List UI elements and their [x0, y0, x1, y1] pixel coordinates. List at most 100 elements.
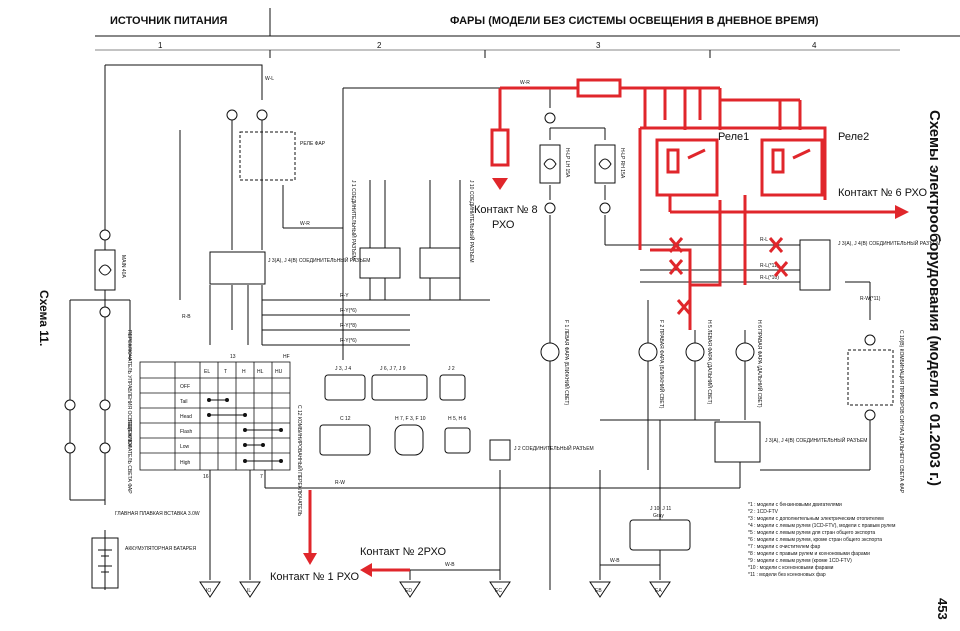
ground-ed: ED	[405, 588, 412, 594]
switch-col-t: T	[224, 369, 227, 375]
side-title: Схемы электрооборудования (модели с 01.2…	[926, 110, 943, 486]
switch-pin-7: 7	[260, 474, 263, 480]
wire-rb: R-B	[182, 314, 191, 320]
black-wires	[69, 64, 871, 590]
wire-wl: W-L	[265, 76, 274, 82]
wire-rl11: R-L(*11)	[760, 263, 779, 269]
switch-row-tail: Tail	[180, 399, 188, 405]
combo-switch-label: C 12 КОМБИНИРОВАННЫЙ ПЕРЕКЛЮЧАТЕЛЬ	[296, 405, 304, 517]
connector-drawings	[319, 374, 691, 551]
column-1: 1	[158, 41, 163, 50]
conn-code-j6: J 6, J 7, J 9	[380, 366, 406, 372]
conn-j3-bottom: J 3(A), J 4(B) СОЕДИНИТЕЛЬНЫЙ РАЗЪЕМ	[765, 436, 867, 444]
relay-label: РЕЛЕ ФАР	[300, 141, 326, 147]
battery	[91, 537, 119, 589]
fuse-main	[94, 249, 116, 291]
conn-j3-left: J 3(A), J 4(B) СОЕДИНИТЕЛЬНЫЙ РАЗЪЕМ	[268, 256, 370, 264]
switch-col-hl: HL	[257, 369, 264, 375]
page-number: 453	[935, 598, 950, 620]
dimmer-switch-label: ПЕРЕКЛЮЧАТЕЛЬ СВЕТА ФАР	[126, 420, 132, 494]
wire-rl: R-L	[760, 237, 768, 243]
switch-pin-13: 13	[230, 354, 236, 360]
footnote-4: *4 : модели с левым рулем (1CD-FTV), мод…	[748, 523, 896, 529]
footnote-9: *9 : модели с левым рулем (кроме 1CD-FTV…	[748, 558, 852, 564]
wire-wr: W-R	[520, 80, 530, 86]
ground-ec: EC	[495, 588, 502, 594]
footnote-8: *8 : модели с правым рулем и ксеноновыми…	[748, 551, 870, 557]
annotation-contact8-l2: РХО	[492, 219, 515, 231]
battery-label: АККУМУЛЯТОРНАЯ БАТАРЕЯ	[125, 546, 196, 552]
wire-wb-2: W-B	[610, 558, 620, 564]
conn-j1: J 1 СОЕДИНИТЕЛЬНЫЙ РАЗЪЕМ	[350, 180, 358, 260]
ground-io: IO	[206, 588, 211, 594]
red-fuse-blocks	[490, 78, 622, 167]
switch-col-hu: HU	[275, 369, 283, 375]
switch-col-el: EL	[204, 369, 210, 375]
footnote-6: *6 : модели с левым рулем, кроме стран о…	[748, 537, 882, 543]
switch-links	[209, 399, 281, 462]
ground-symbols	[199, 581, 671, 598]
annotation-contact8-l1: Контакт № 8	[474, 204, 538, 216]
footnote-11: *11 : модели без ксеноновых фар	[748, 572, 826, 578]
conn-code-h7: H 7, F 3, F 10	[395, 416, 426, 422]
footnote-3: *3 : модели с дополнительным электрическ…	[748, 516, 884, 522]
switch-contacts	[207, 398, 283, 463]
footnote-2: *2 : 1CD-FTV	[748, 509, 779, 515]
conn-j10: J 10 СОЕДИНИТЕЛЬНЫЙ РАЗЪЕМ	[468, 180, 476, 262]
wire-ry6-2: R-Y(*6)	[340, 338, 357, 344]
conn-j3-right: J 3(A), J 4(B) СОЕДИНИТЕЛЬНЫЙ РАЗЪЕМ	[838, 239, 940, 247]
main-fuse-label: MAIN 40A	[120, 255, 126, 278]
red-annotation-wires	[308, 86, 895, 572]
header-right-title: ФАРЫ (МОДЕЛИ БЕЗ СИСТЕМЫ ОСВЕЩЕНИЯ В ДНЕ…	[450, 15, 819, 27]
wire-rwt: R-W(*11)	[860, 296, 881, 302]
footnote-10: *10 : модели с ксеноновыми фарами	[748, 565, 834, 571]
fuse-hlp-lh	[539, 144, 561, 184]
red-relay-2	[760, 138, 824, 197]
hlp-rh-label: H-LP RH 15A	[619, 148, 625, 179]
conn-j2: J 2 СОЕДИНИТЕЛЬНЫЙ РАЗЪЕМ	[514, 444, 594, 452]
pin-circles	[64, 109, 876, 454]
annotation-contact6: Контакт № 6 РХО	[838, 187, 928, 199]
right-hi-label: H 6 ПРАВАЯ ФАРА (ДАЛЬНИЙ СВЕТ)	[756, 320, 764, 408]
footnote-7: *7 : модели с очистителем фар	[748, 544, 820, 550]
header-left-title: ИСТОЧНИК ПИТАНИЯ	[110, 15, 228, 27]
fusible-label: ГЛАВНАЯ ПЛАВКАЯ ВСТАВКА 3.0W	[115, 511, 200, 517]
wire-ry8: R-Y(*8)	[340, 323, 357, 329]
wire-ry: R-Y	[340, 293, 349, 299]
conn-code-j3j4: J 3, J 4	[335, 366, 351, 372]
conn-gray: Gray	[653, 513, 664, 519]
annotation-rele1: Реле1	[718, 131, 749, 143]
right-lamp-label: F 2 ПРАВАЯ ФАРА (БЛИЖНИЙ СВЕТ)	[658, 320, 666, 409]
connector-blocks	[209, 239, 831, 463]
column-3: 3	[596, 41, 601, 50]
left-hi-label: H 5 ЛЕВАЯ ФАРА (ДАЛЬНИЙ СВЕТ)	[706, 320, 714, 405]
relay-box	[239, 131, 296, 181]
annotation-rele2: Реле2	[838, 131, 869, 143]
ground-eb: EB	[595, 588, 602, 594]
switch-row-flash: Flash	[180, 429, 192, 435]
conn-code-j2: J 2	[448, 366, 455, 372]
annotation-contact1: Контакт № 1 РХО	[270, 571, 360, 583]
footnote-5: *5 : модели с левым рулем для стран обще…	[748, 530, 875, 536]
ground-il: IL	[247, 588, 251, 594]
annotation-contact2: Контакт № 2РХО	[360, 546, 446, 558]
switch-pin-16: 16	[203, 474, 209, 480]
conn-code-h5: H 5, H 6	[448, 416, 467, 422]
red-cross-marks	[668, 237, 789, 315]
switch-table	[139, 361, 291, 471]
switch-row-head: Head	[180, 414, 192, 420]
red-relay-1	[655, 138, 719, 197]
schema-label: Схема 11.	[37, 290, 51, 346]
wire-rl10: R-L(*10)	[760, 275, 779, 281]
wire-rw: R-W	[335, 480, 345, 486]
ground-ea: EA	[655, 588, 662, 594]
switch-row-off: OFF	[180, 384, 190, 390]
indicator-box	[847, 349, 894, 406]
footnote-1: *1 : модели с бензиновыми двигателями	[748, 502, 842, 508]
header-frame	[95, 8, 960, 58]
red-arrows	[303, 178, 909, 577]
wire-ry6: R-Y(*6)	[340, 308, 357, 314]
hlp-lh-label: H-LP LH 15A	[564, 148, 570, 178]
